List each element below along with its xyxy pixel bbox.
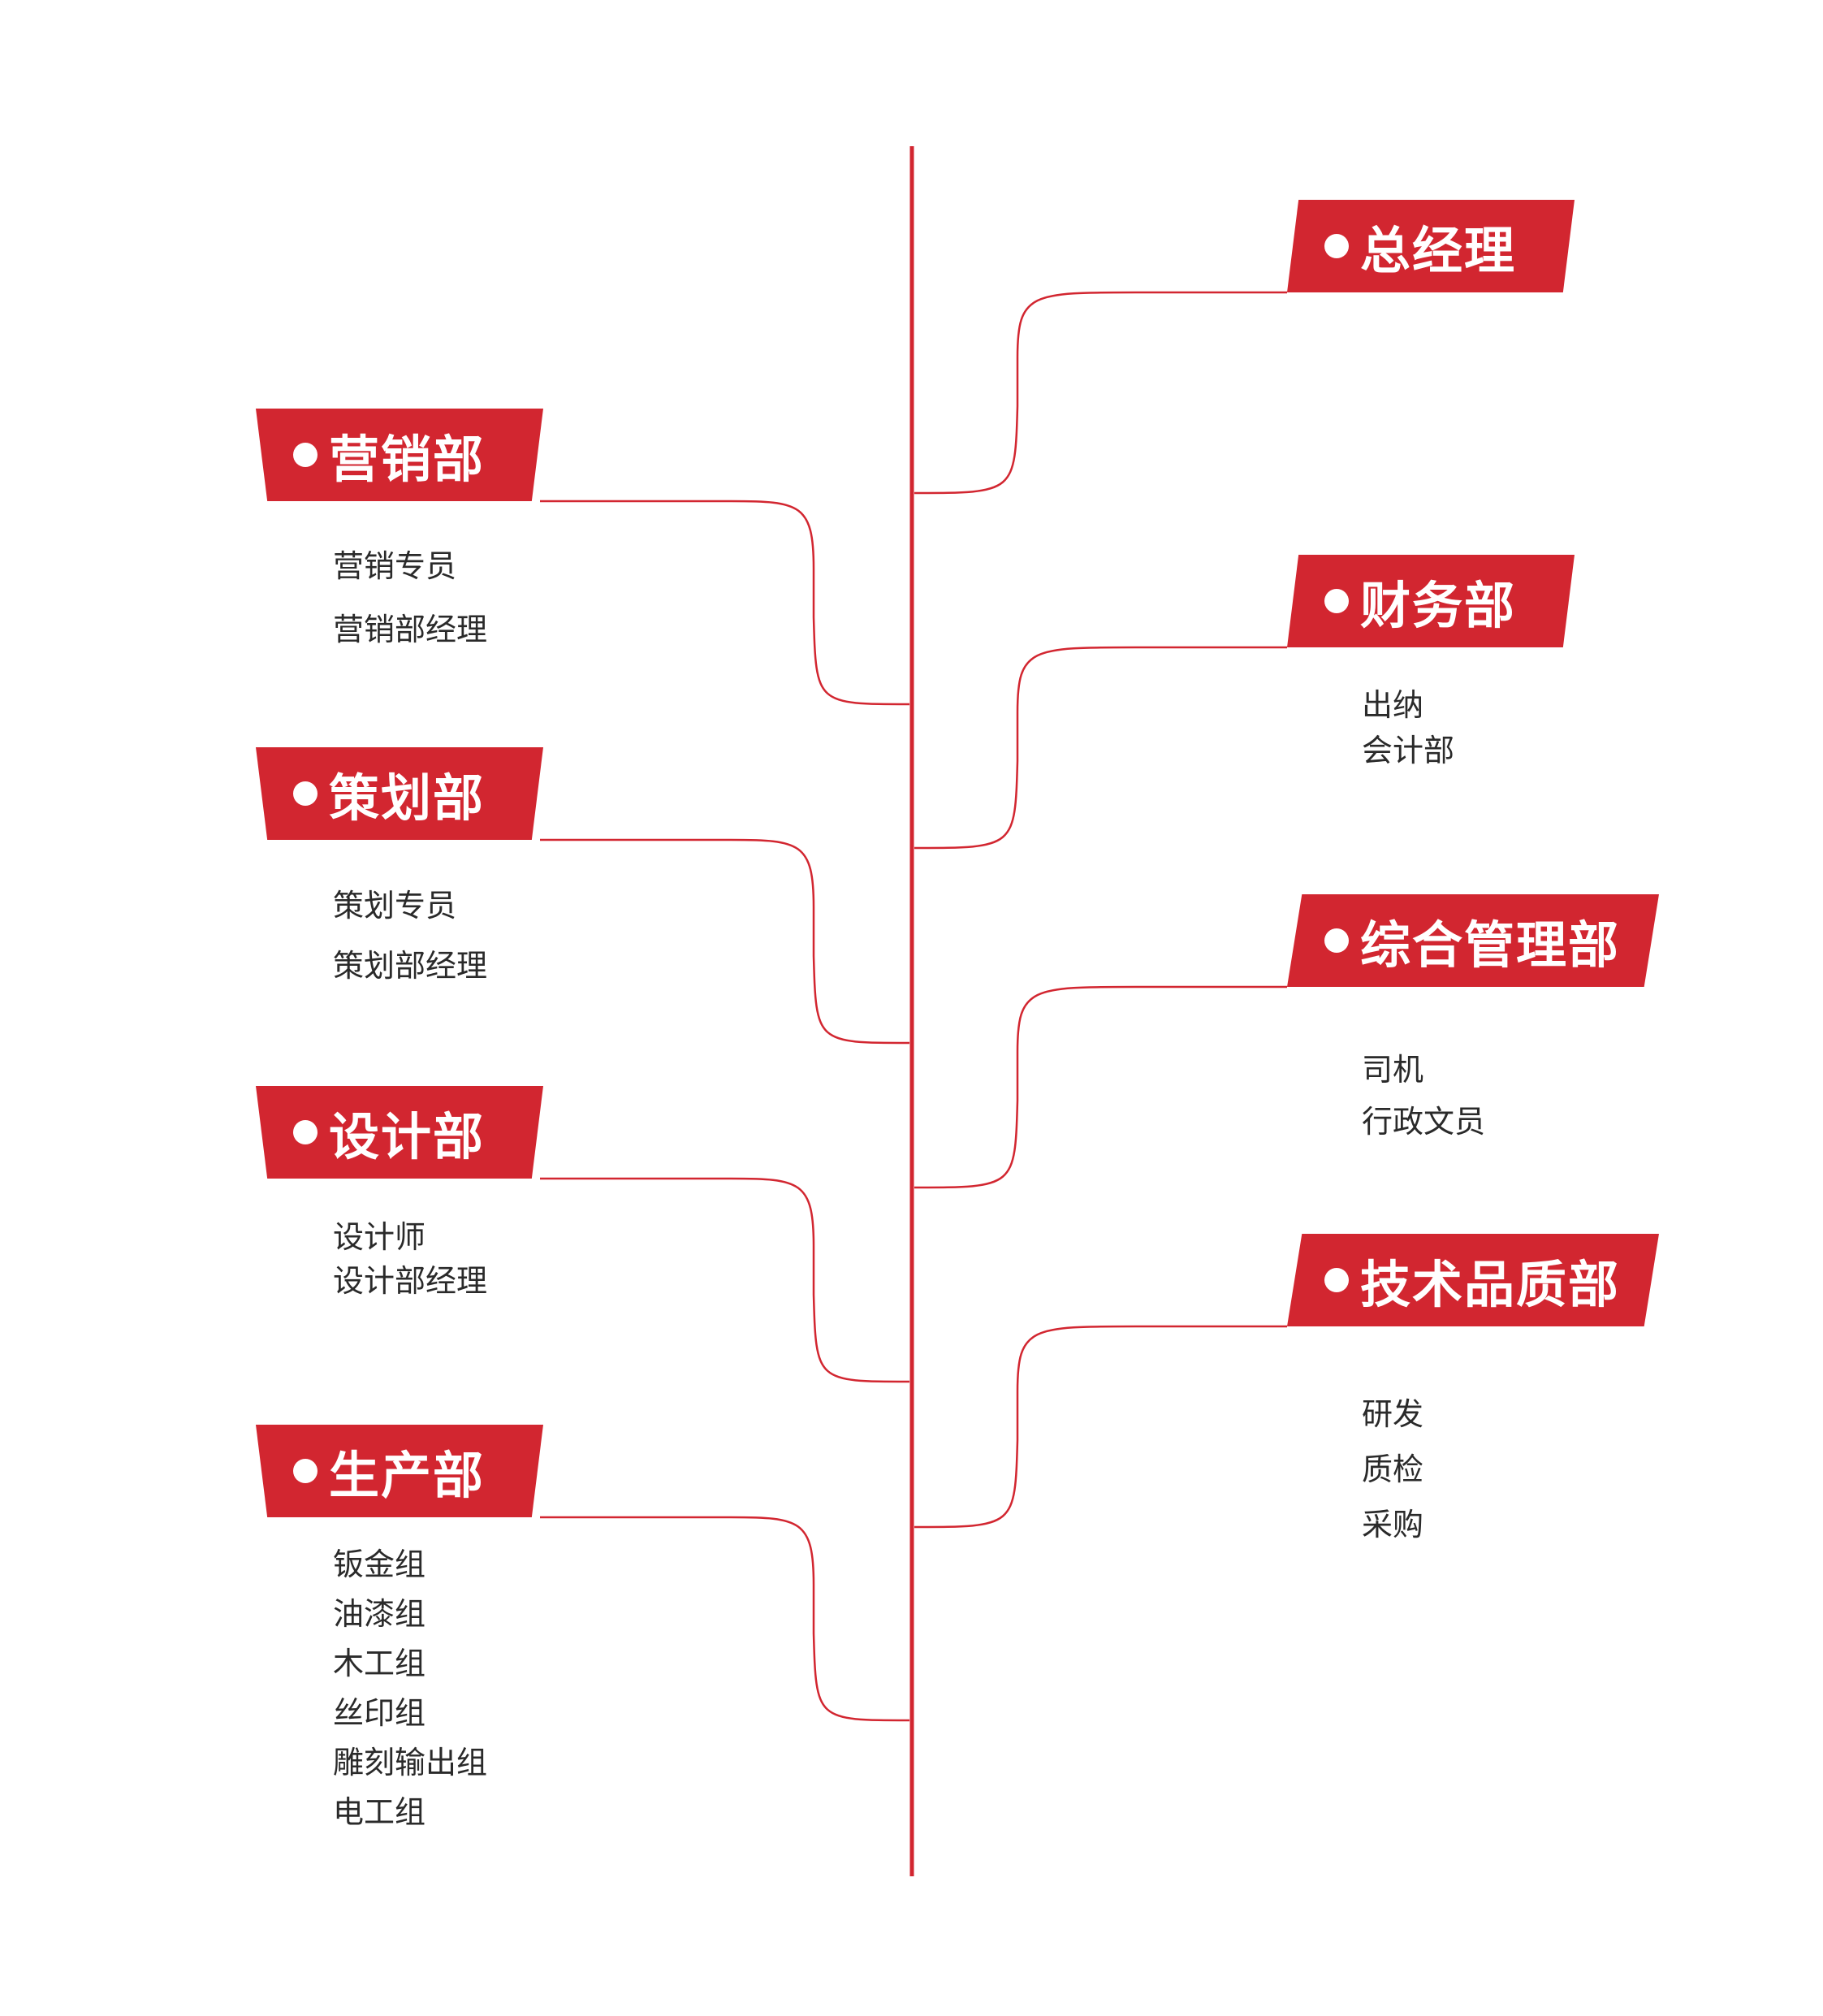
bullet-dot-icon: [1324, 1268, 1349, 1292]
design-items: 设计师 设计部经理: [333, 1215, 487, 1303]
list-item: 营销部经理: [333, 612, 488, 647]
admin-tag: 综合管理部: [1287, 894, 1659, 987]
connector-admin: [914, 985, 1287, 1189]
connector-finance: [914, 646, 1287, 850]
finance-tag: 财务部: [1287, 555, 1575, 647]
bullet-dot-icon: [1324, 928, 1349, 953]
connector-planning: [540, 838, 910, 1045]
list-item: 电工组: [333, 1794, 426, 1830]
list-item: 会计部: [1362, 733, 1455, 768]
bullet-dot-icon: [293, 1120, 318, 1144]
list-item: 设计师: [333, 1219, 426, 1255]
list-item: 木工组: [333, 1646, 426, 1681]
list-item: 司机: [1362, 1052, 1424, 1088]
connector-tech-quality: [914, 1325, 1287, 1529]
finance-items: 出纳 会计部: [1362, 682, 1454, 773]
bullet-dot-icon: [1324, 589, 1349, 613]
tech-quality-items: 研发 质检 采购: [1362, 1387, 1423, 1552]
connector-production: [540, 1516, 910, 1722]
list-item: 雕刻输出组: [333, 1745, 488, 1780]
design-tag: 设计部: [256, 1086, 543, 1179]
general-manager-tag: 总经理: [1287, 200, 1575, 292]
list-item: 研发: [1362, 1396, 1424, 1432]
list-item: 设计部经理: [333, 1263, 488, 1299]
list-item: 油漆组: [333, 1596, 426, 1632]
connector-marketing: [540, 500, 910, 706]
bullet-dot-icon: [293, 443, 318, 467]
admin-title: 综合管理部: [1360, 915, 1621, 975]
production-tag: 生产部: [256, 1425, 543, 1517]
general-manager-title: 总经理: [1360, 221, 1517, 280]
planning-title: 策划部: [329, 768, 486, 828]
bullet-dot-icon: [293, 781, 318, 806]
list-item: 钣金组: [333, 1547, 426, 1582]
connector-general-manager: [914, 291, 1287, 495]
bullet-dot-icon: [1324, 234, 1349, 258]
bullet-dot-icon: [293, 1459, 318, 1483]
list-item: 行政文员: [1362, 1104, 1486, 1140]
list-item: 质检: [1362, 1451, 1424, 1487]
planning-tag: 策划部: [256, 747, 543, 840]
list-item: 出纳: [1362, 687, 1424, 723]
list-item: 策划专员: [333, 888, 457, 924]
list-item: 丝印组: [333, 1695, 426, 1731]
production-items: 钣金组 油漆组 木工组 丝印组 雕刻输出组 电工组: [333, 1540, 487, 1837]
tech-quality-tag: 技术品质部: [1287, 1234, 1659, 1326]
tech-quality-title: 技术品质部: [1360, 1255, 1621, 1314]
admin-items: 司机 行政文员: [1362, 1044, 1485, 1148]
production-title: 生产部: [329, 1446, 486, 1505]
list-item: 策划部经理: [333, 948, 488, 984]
list-item: 营销专员: [333, 548, 457, 584]
planning-items: 策划专员 策划部经理: [333, 876, 487, 996]
marketing-items: 营销专员 营销部经理: [333, 534, 487, 661]
marketing-tag: 营销部: [256, 409, 543, 501]
finance-title: 财务部: [1360, 576, 1517, 635]
marketing-title: 营销部: [329, 430, 486, 489]
design-title: 设计部: [329, 1107, 486, 1166]
connector-design: [540, 1177, 910, 1383]
list-item: 采购: [1362, 1507, 1424, 1542]
